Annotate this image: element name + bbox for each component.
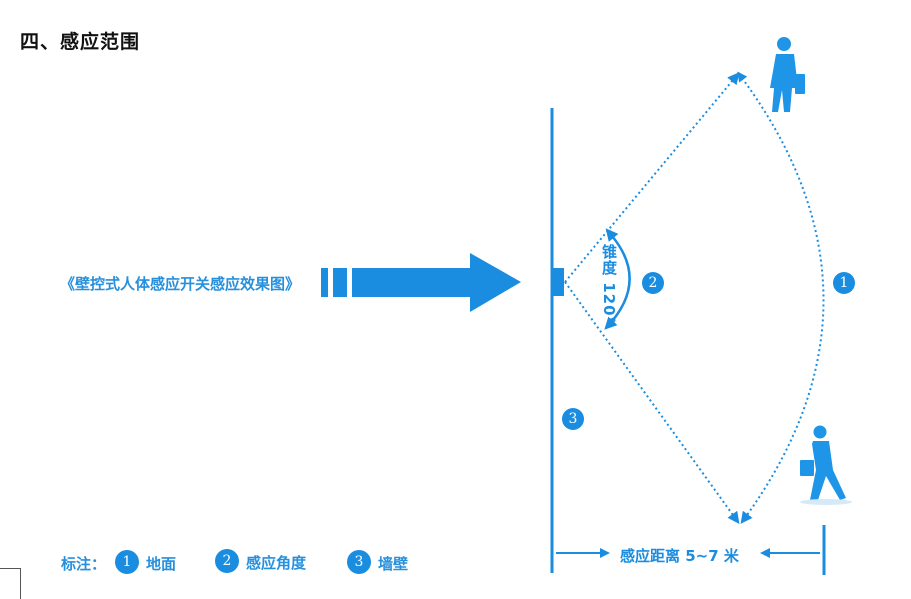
person-shadow xyxy=(800,499,852,505)
legend-label-angle: 感应角度 xyxy=(246,554,307,572)
legend-label-wall: 墙壁 xyxy=(378,555,409,573)
legend-badge-1: 1 xyxy=(115,550,139,574)
angle-arc xyxy=(604,228,631,330)
diagram-caption: 《壁控式人体感应开关感应效果图》 xyxy=(60,275,301,293)
distance-label: 感应距离 5~7 米 xyxy=(620,547,739,565)
standing-person-icon xyxy=(770,37,805,112)
sensor-icon xyxy=(552,268,564,296)
marker-angle: 2 xyxy=(642,272,664,294)
legend-badge-2: 2 xyxy=(215,549,239,573)
legend-label-ground: 地面 xyxy=(146,555,177,573)
arrow-right-icon xyxy=(321,253,521,312)
cone-edge-lower xyxy=(564,281,740,524)
range-arc xyxy=(737,71,825,524)
legend-badge-3: 3 xyxy=(347,550,371,574)
marker-ground: 1 xyxy=(833,272,855,294)
cone-edge-upper xyxy=(564,72,740,283)
walking-person-icon xyxy=(800,425,846,500)
angle-label: 锥度 120° xyxy=(600,244,618,326)
corner-mark xyxy=(0,568,21,599)
page-title: 四、感应范围 xyxy=(20,31,141,53)
legend-prefix: 标注： xyxy=(61,555,107,573)
marker-wall: 3 xyxy=(562,408,584,430)
